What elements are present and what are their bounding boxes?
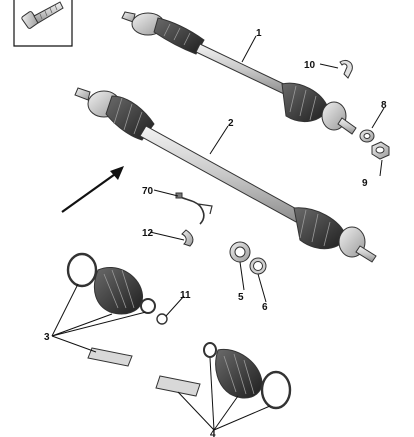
bolt-icon: [21, 1, 64, 29]
boot-kit-part-4: [155, 342, 292, 410]
grease-sachet-left: [87, 347, 133, 367]
spline-stub-lower-right: [355, 245, 377, 263]
callout-4: 4: [210, 429, 216, 437]
clamp-ring-large-left: [66, 252, 98, 288]
boot-kit-part-3: [66, 252, 168, 367]
callout-70: 70: [142, 186, 154, 197]
drive-shaft-lower: [74, 87, 377, 263]
rubber-boot-kit-left: [94, 267, 144, 315]
washer-part-8: [359, 129, 375, 143]
callout-10: 10: [304, 60, 316, 71]
callout-12: 12: [142, 228, 154, 239]
callout-2: 2: [228, 118, 234, 129]
callout-11: 11: [180, 290, 191, 301]
seal-ring-part-6: [249, 257, 267, 275]
inset-bolt-panel: [13, 0, 73, 47]
rubber-boot-upper-outer: [281, 82, 329, 123]
spline-stub-lower-left: [74, 87, 91, 101]
direction-arrow: [61, 166, 124, 213]
callout-5: 5: [238, 292, 244, 303]
callout-8: 8: [381, 100, 387, 111]
leader-lines: [51, 35, 385, 431]
callout-6: 6: [262, 302, 268, 313]
callout-3: 3: [44, 332, 50, 343]
clip-part-10: [339, 59, 353, 79]
clamp-ring-small-left: [140, 298, 156, 314]
callout-9: 9: [362, 178, 368, 189]
hub-nut-part-9: [371, 141, 390, 160]
rubber-boot-upper-inner: [153, 17, 205, 55]
grease-sachet-right: [155, 375, 201, 397]
rubber-boot-lower-inner: [105, 95, 155, 141]
spline-stub-right: [337, 117, 357, 135]
inset-frame: [13, 0, 73, 47]
shaft-bar-upper: [195, 43, 289, 95]
sensor-wire-part-70: [175, 192, 213, 225]
rubber-boot-kit-right: [215, 348, 263, 399]
bearing-part-5: [229, 241, 251, 263]
callout-1: 1: [256, 28, 262, 39]
clamp-ring-large-right: [260, 370, 292, 410]
circlip-part-11: [156, 313, 168, 325]
shaft-bar-lower: [139, 125, 303, 223]
clamp-ring-small-right: [203, 342, 217, 358]
bracket-part-12: [181, 229, 194, 247]
drive-shaft-upper: [121, 11, 357, 135]
